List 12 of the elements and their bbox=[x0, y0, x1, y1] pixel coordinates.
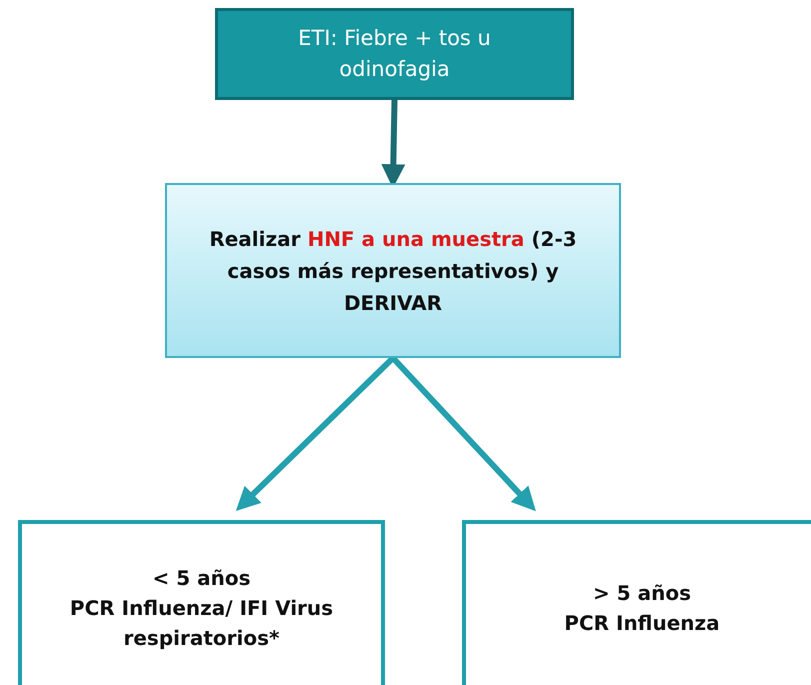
box-text: < 5 años bbox=[152, 564, 250, 592]
process-box bbox=[165, 183, 621, 358]
process-box bbox=[18, 520, 385, 685]
process-box bbox=[215, 8, 574, 100]
arrow bbox=[236, 356, 396, 512]
arrow bbox=[390, 356, 536, 512]
box-text: PCR Influenza/ IFI Virus respiratorios* bbox=[68, 594, 334, 652]
box-text: > 5 años bbox=[593, 580, 691, 606]
box-text: Realizar HNF a una muestra (2-3 casos más representativos) y DERIVAR bbox=[208, 226, 578, 316]
box-text: ETI: Fiebre + tos u odinofagia bbox=[297, 25, 492, 83]
process-box bbox=[462, 520, 811, 685]
box-text: PCR Influenza bbox=[564, 610, 720, 636]
